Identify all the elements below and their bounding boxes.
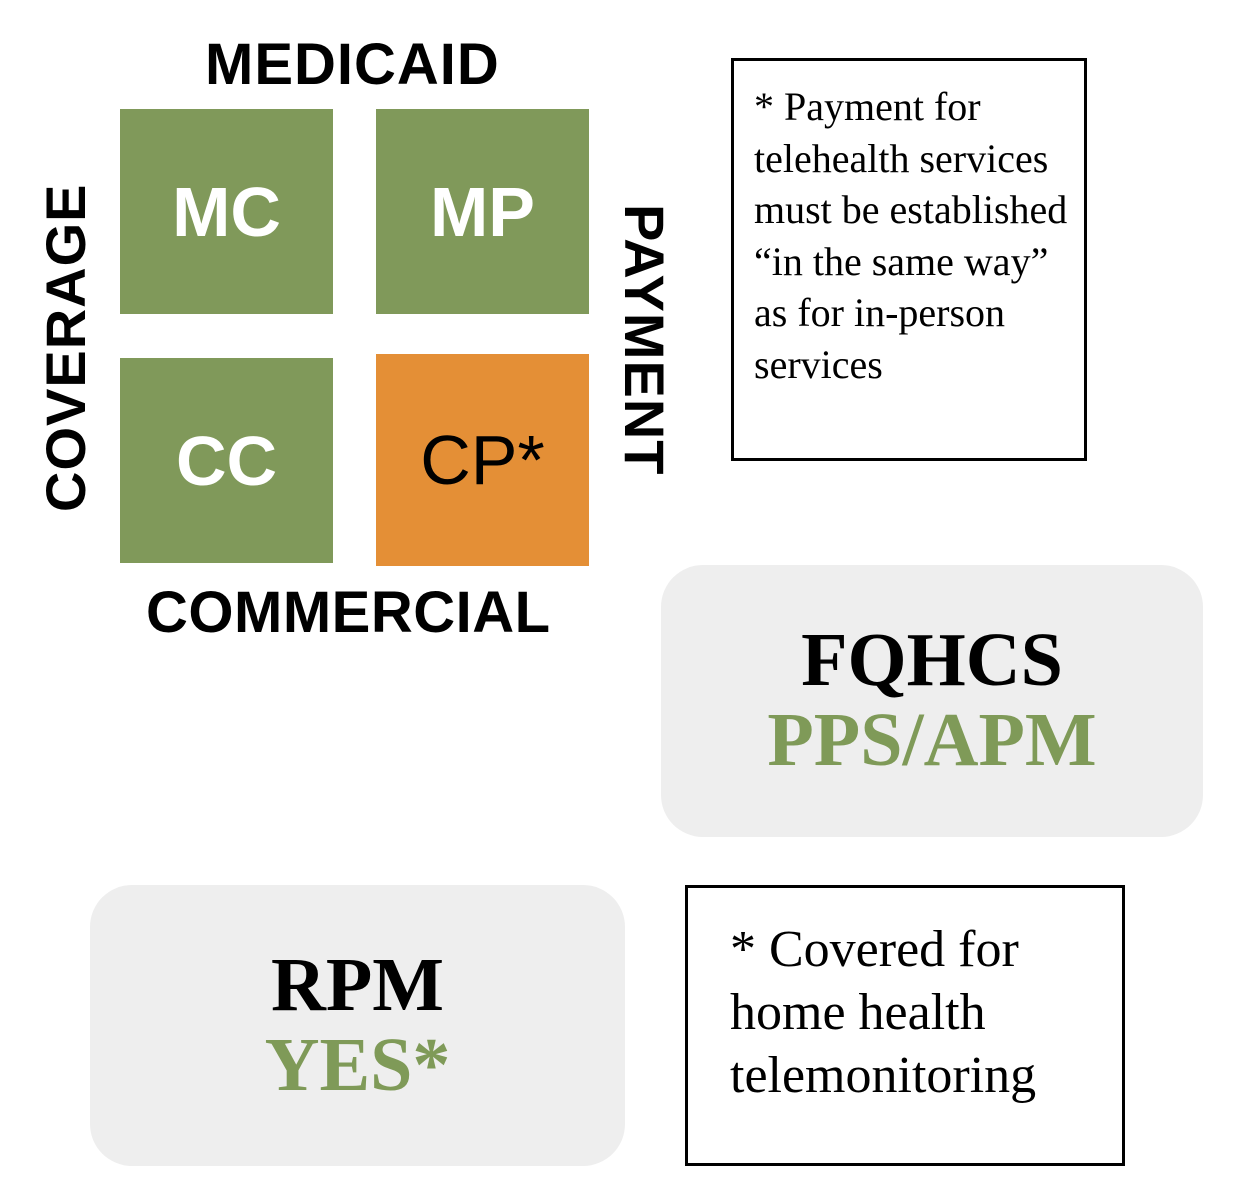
- quadrant-label: MP: [430, 172, 535, 251]
- rpm-box: RPM YES*: [90, 885, 625, 1166]
- quadrant-medicaid-payment: MP: [376, 109, 589, 314]
- payment-footnote-text: * Payment for telehealth services must b…: [754, 84, 1068, 387]
- quadrant-label: MC: [172, 172, 281, 251]
- quadrant-commercial-payment: CP*: [376, 354, 589, 566]
- quadrant-medicaid-coverage: MC: [120, 109, 333, 314]
- rpm-title: RPM: [270, 942, 445, 1027]
- rpm-footnote-box: * Covered for home health telemonitoring: [685, 885, 1125, 1166]
- coverage-axis-label: COVERAGE: [34, 183, 97, 513]
- fqhcs-box: FQHCS PPS/APM: [661, 565, 1203, 837]
- fqhcs-value: PPS/APM: [767, 698, 1097, 782]
- quadrant-commercial-coverage: CC: [120, 358, 333, 563]
- fqhcs-title: FQHCS: [801, 618, 1063, 703]
- quadrant-label: CC: [175, 421, 278, 500]
- quadrant-label: CP*: [420, 421, 545, 499]
- payment-footnote-box: * Payment for telehealth services must b…: [731, 58, 1087, 461]
- commercial-axis-label: COMMERCIAL: [146, 580, 551, 645]
- payment-axis-label: PAYMENT: [613, 204, 676, 476]
- rpm-value: YES*: [264, 1022, 451, 1107]
- rpm-footnote-text: * Covered for home health telemonitoring: [730, 921, 1037, 1104]
- medicaid-axis-label: MEDICAID: [205, 32, 500, 97]
